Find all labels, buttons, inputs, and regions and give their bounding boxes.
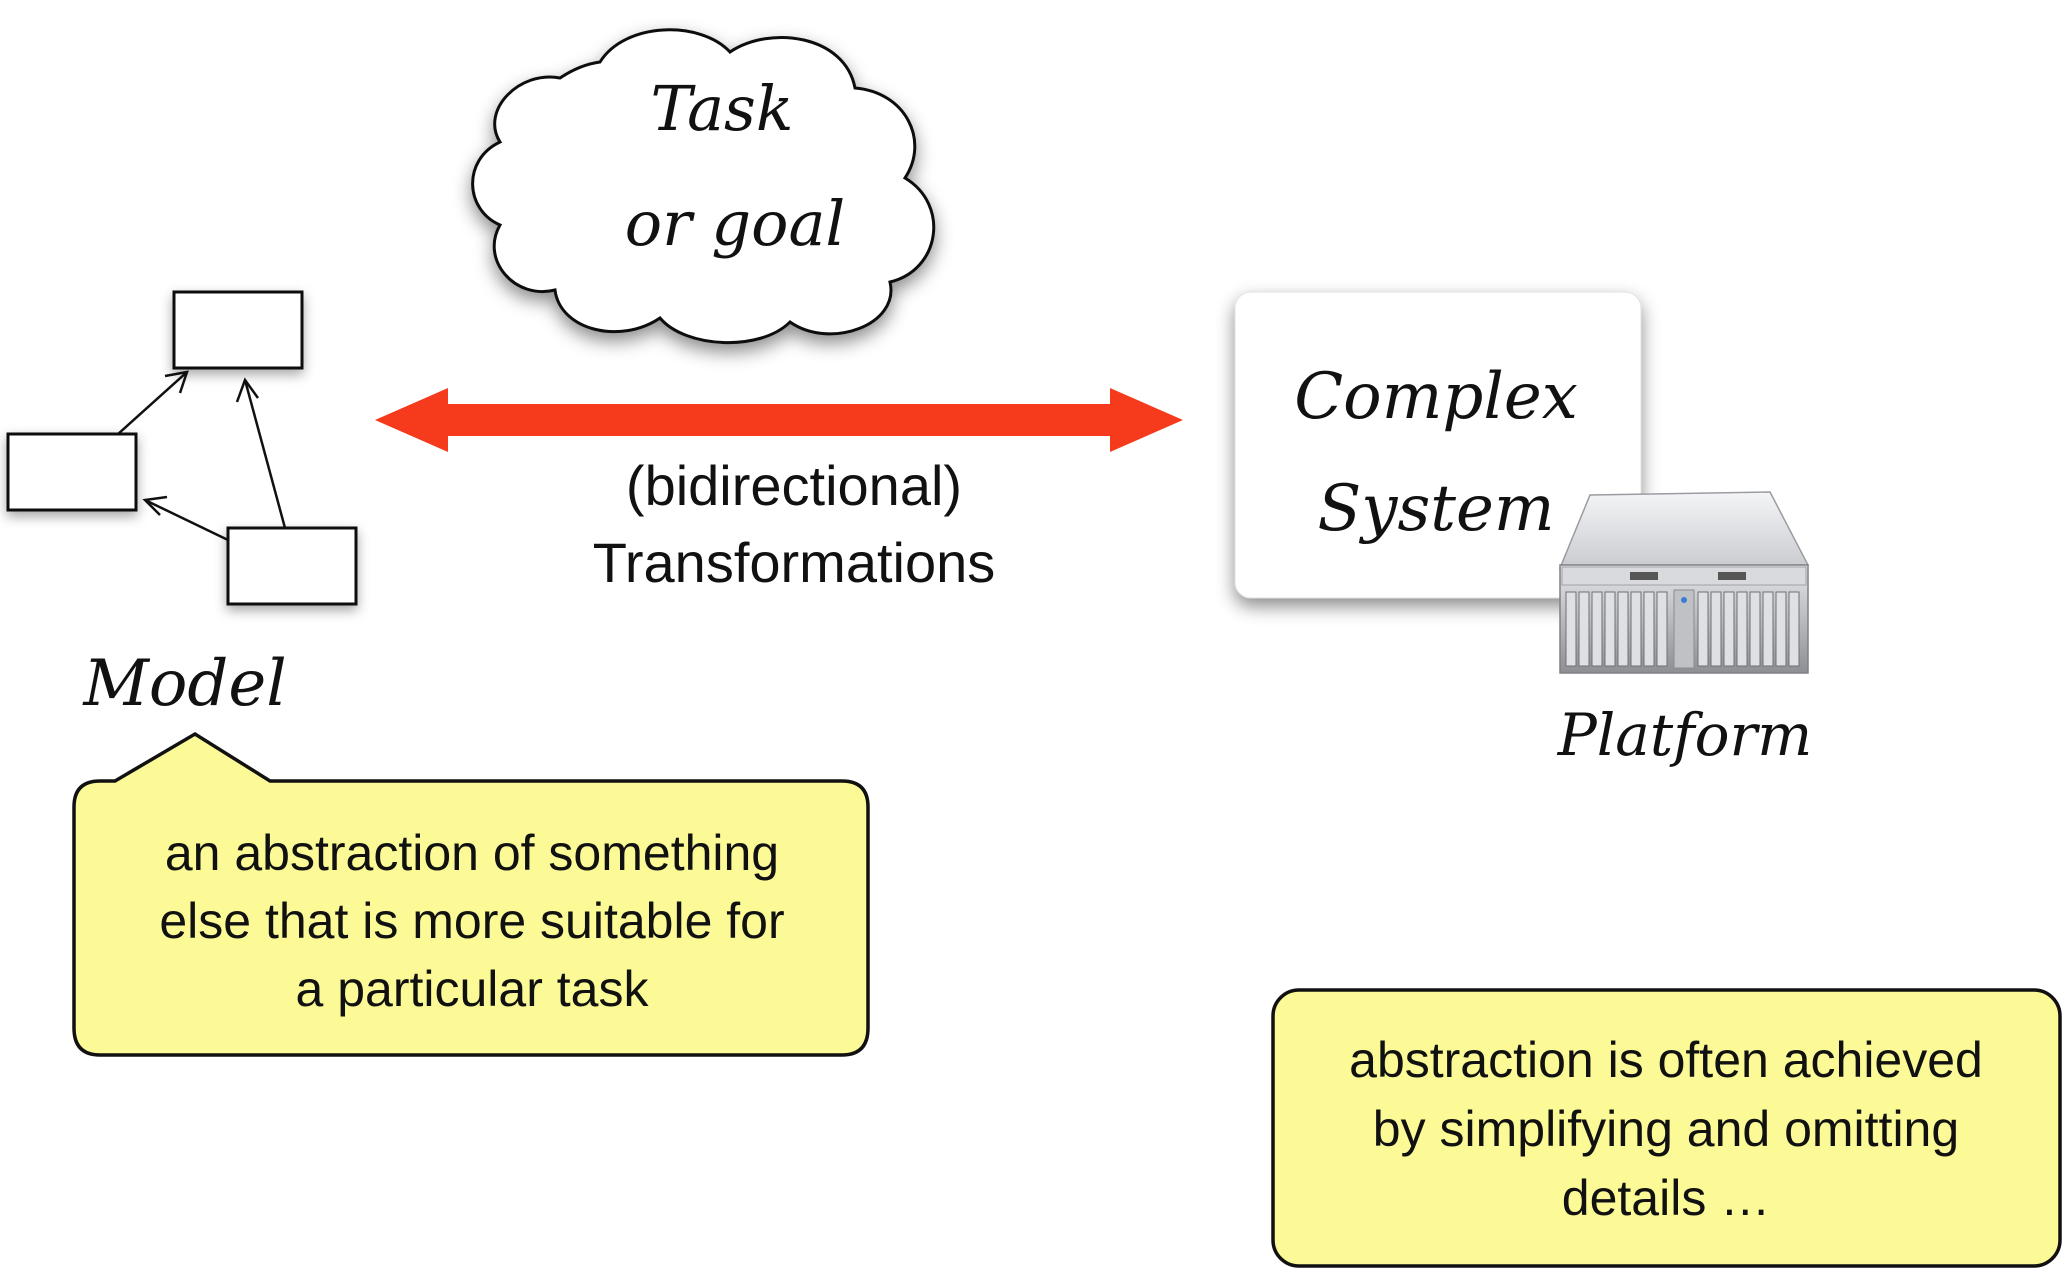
arrow-right-to-left xyxy=(144,498,229,542)
model-box-left xyxy=(6,432,138,512)
model-callout-line-1: an abstraction of something xyxy=(165,825,779,881)
drive-bay xyxy=(1710,591,1722,667)
model-callout: an abstraction of something else that is… xyxy=(72,731,870,1057)
drive-bay xyxy=(1565,591,1577,667)
model-box-top xyxy=(172,290,304,370)
system-card-bg xyxy=(1234,291,1642,599)
transform-label-line-1: (bidirectional) xyxy=(626,454,962,517)
cloud-line-2: or goal xyxy=(625,187,845,260)
bidirectional-arrow xyxy=(375,388,1183,452)
system-line-1: Complex xyxy=(1294,360,1578,434)
server-front-strip xyxy=(1561,566,1807,586)
model-diagram: Model xyxy=(6,290,358,721)
platform-label: Platform xyxy=(1557,701,1813,769)
drive-bay xyxy=(1788,591,1800,667)
abstraction-callout-line-2: by simplifying and omitting xyxy=(1373,1101,1959,1157)
double-arrow-shape xyxy=(375,388,1183,452)
abstraction-callout-line-3: details … xyxy=(1562,1170,1770,1226)
complex-system-card: Complex System xyxy=(1234,291,1642,599)
drive-bay xyxy=(1762,591,1774,667)
drive-bay xyxy=(1630,591,1642,667)
server-center-column xyxy=(1673,589,1695,669)
drive-bay xyxy=(1697,591,1709,667)
model-callout-bubble xyxy=(72,731,870,1057)
model-label: Model xyxy=(82,647,286,721)
drive-bays-right xyxy=(1697,591,1800,667)
abstraction-callout: abstraction is often achieved by simplif… xyxy=(1271,988,2062,1268)
model-callout-line-2: else that is more suitable for xyxy=(159,893,784,949)
arrowhead-right-to-top xyxy=(235,377,260,403)
drive-bay xyxy=(1617,591,1629,667)
arrow-left-to-top xyxy=(117,371,188,435)
arrowhead-right-to-left xyxy=(142,495,168,516)
drive-bay xyxy=(1591,591,1603,667)
server-status-light xyxy=(1681,597,1687,603)
drive-bay xyxy=(1643,591,1655,667)
drive-bay xyxy=(1578,591,1590,667)
drive-bays-left xyxy=(1565,591,1668,667)
abstraction-callout-bubble xyxy=(1271,988,2062,1268)
server-top-panel xyxy=(1558,491,1810,569)
model-callout-line-3: a particular task xyxy=(296,961,650,1017)
cloud-line-1: Task xyxy=(651,72,794,145)
drive-bay xyxy=(1736,591,1748,667)
transform-label-line-2: Transformations xyxy=(593,531,996,594)
cloud-shape xyxy=(471,28,936,345)
abstraction-callout-line-1: abstraction is often achieved xyxy=(1349,1032,1983,1088)
drive-bay xyxy=(1749,591,1761,667)
task-cloud: Task or goal xyxy=(471,28,936,345)
server-icon: Platform xyxy=(1557,491,1813,769)
drive-bay xyxy=(1775,591,1787,667)
server-slot-2 xyxy=(1718,572,1746,580)
system-line-2: System xyxy=(1317,472,1554,546)
model-box-right xyxy=(226,526,358,606)
model-arrows xyxy=(117,370,287,542)
server-slot-1 xyxy=(1630,572,1658,580)
drive-bay xyxy=(1723,591,1735,667)
drive-bay xyxy=(1604,591,1616,667)
arrowhead-left-to-top xyxy=(164,370,189,394)
drive-bay xyxy=(1656,591,1668,667)
arrow-right-to-top xyxy=(243,379,287,529)
